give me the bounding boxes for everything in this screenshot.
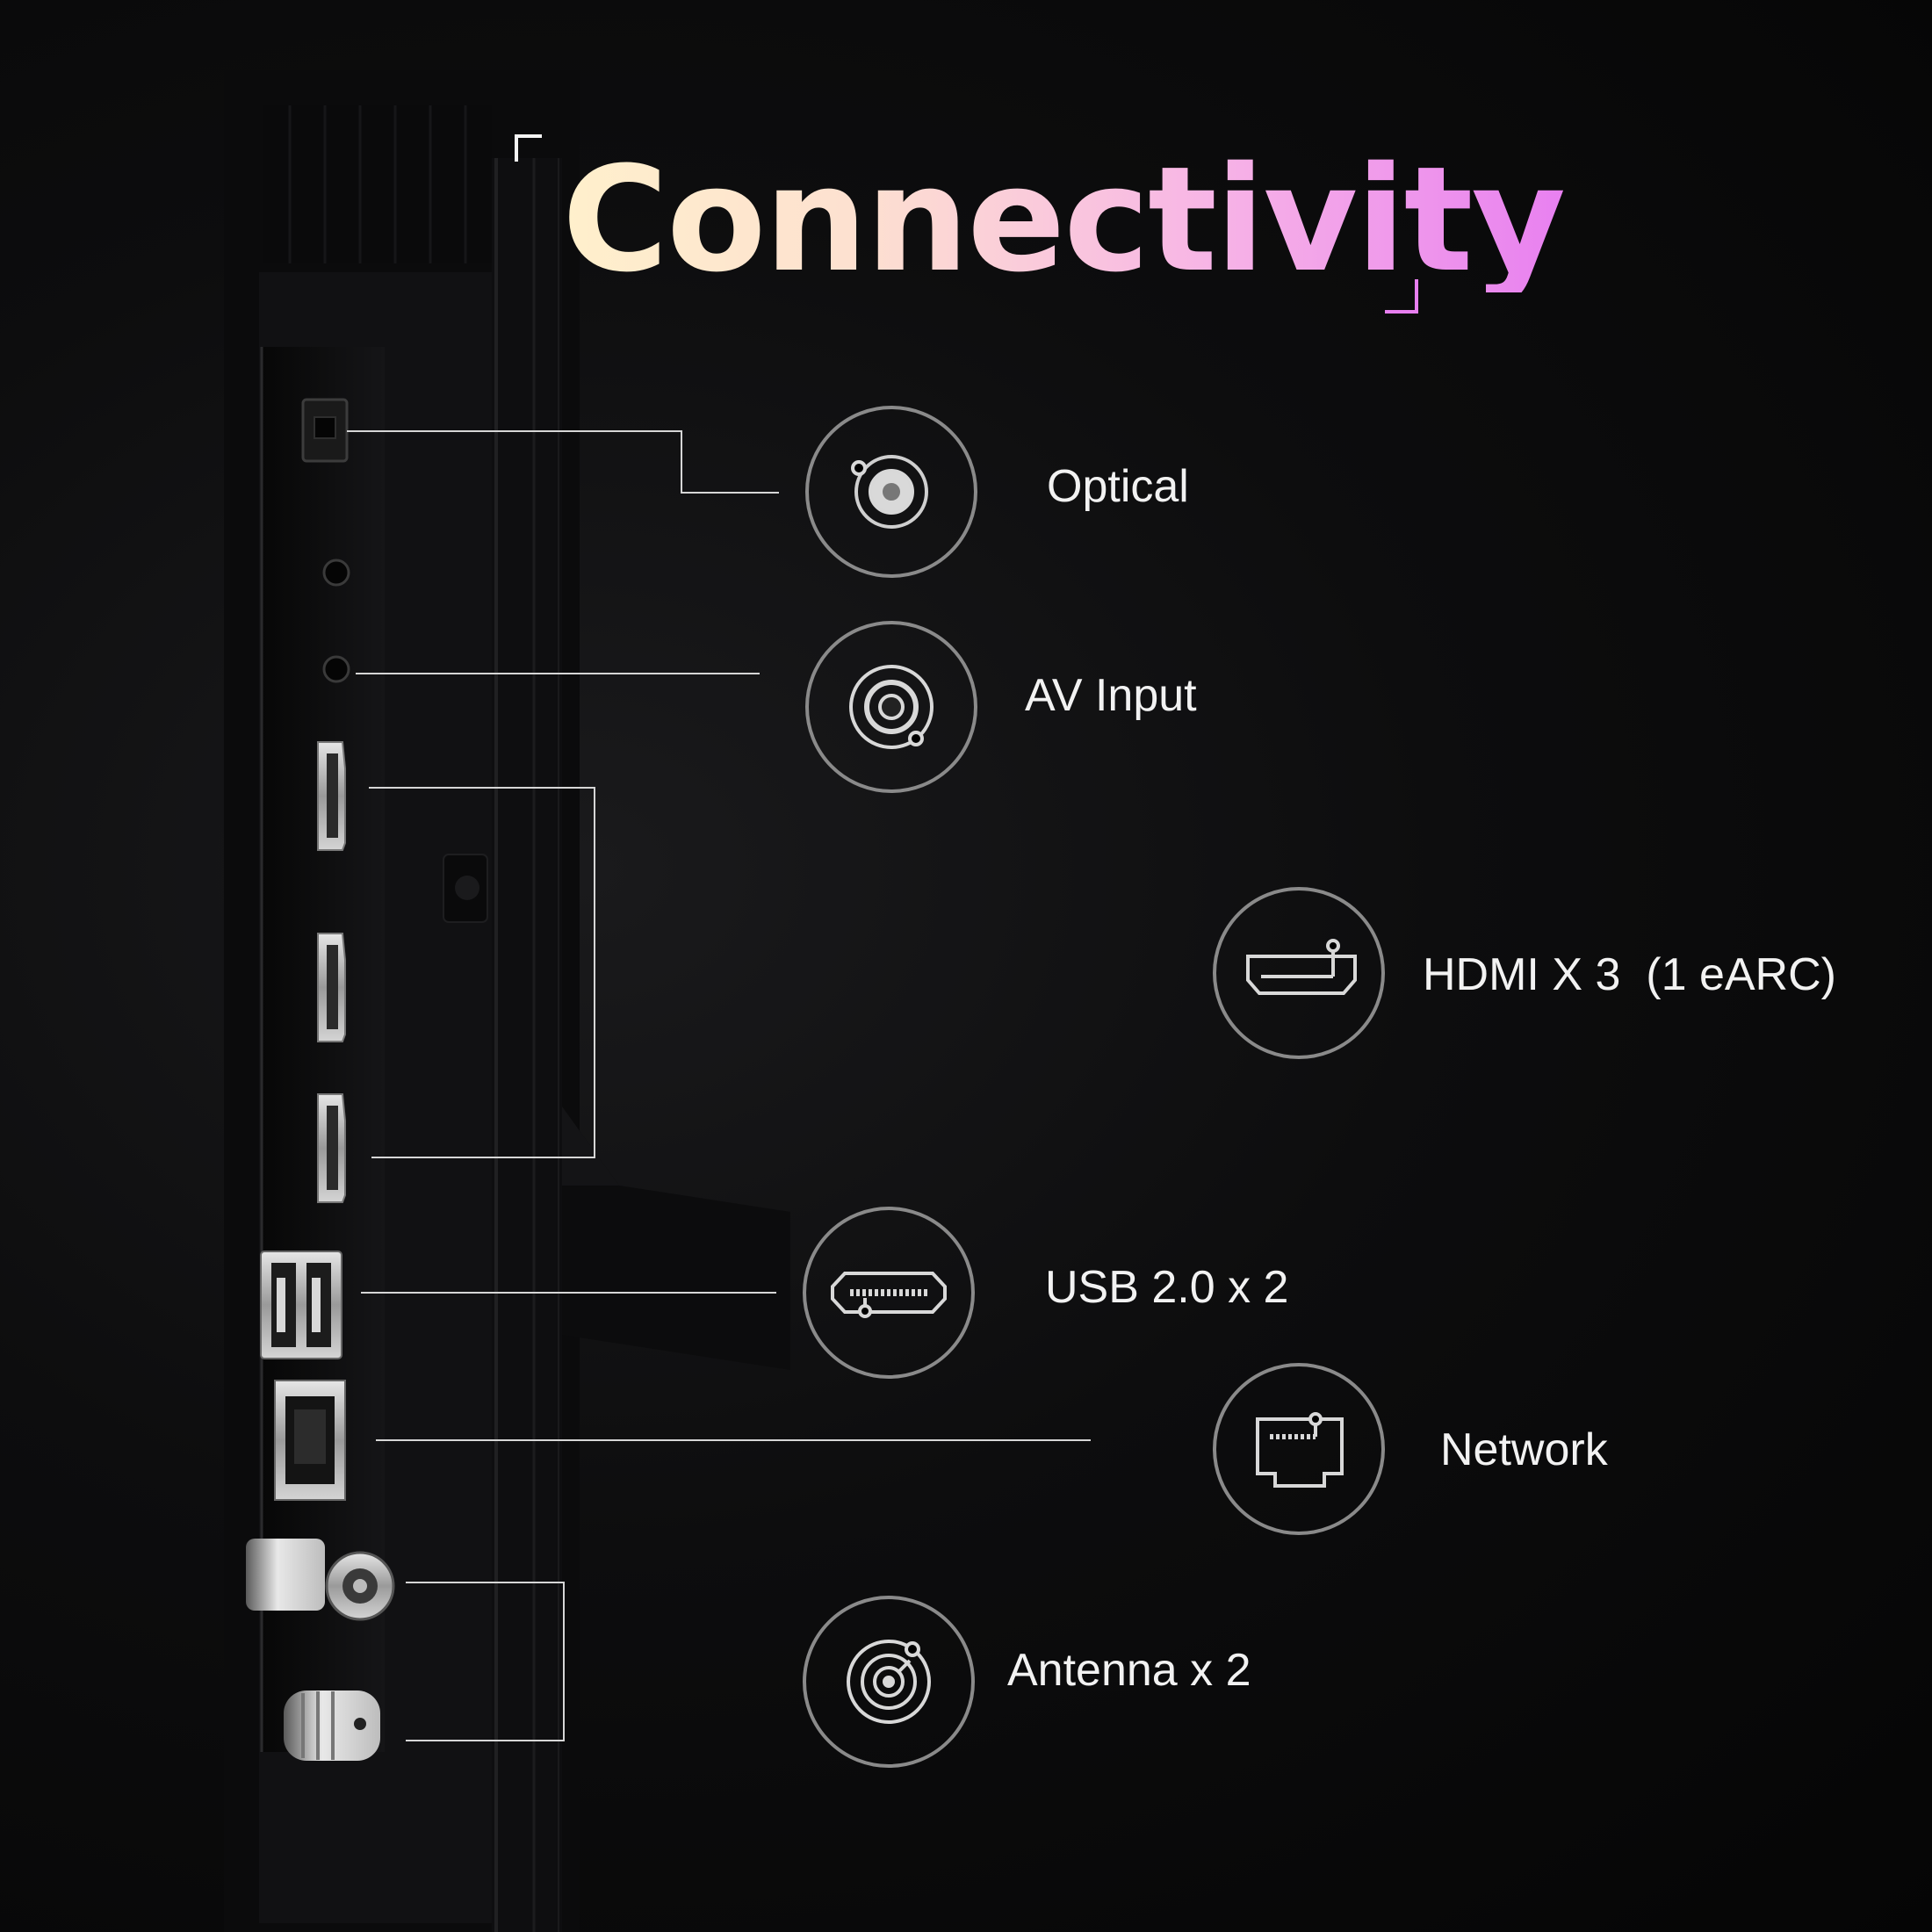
- label-hdmi: HDMI X 3 (1 eARC): [1423, 949, 1836, 1000]
- antenna-connector-rf: [246, 1539, 395, 1621]
- label-network: Network: [1440, 1424, 1608, 1475]
- leader-line-optical: [347, 430, 779, 494]
- ethernet-port-icon: [1213, 1363, 1385, 1535]
- av-jack-icon: [805, 621, 977, 793]
- hdmi-port-1: [317, 1093, 346, 1203]
- label-av-input: AV Input: [1025, 670, 1197, 721]
- optical-port-icon: [805, 406, 977, 578]
- leader-line-hdmi: [369, 787, 595, 1158]
- label-optical: Optical: [1047, 461, 1189, 512]
- usb-port-icon: [803, 1207, 975, 1379]
- antenna-connector-icon: [803, 1596, 975, 1768]
- ethernet-port: [274, 1380, 346, 1501]
- hdmi-port-icon: [1213, 887, 1385, 1059]
- antenna-connector-satellite: [284, 1690, 380, 1761]
- page-title: Connectivity: [562, 135, 1566, 304]
- label-antenna: Antenna x 2: [1007, 1645, 1251, 1696]
- tv-rear-panel: [224, 70, 790, 1932]
- optical-port: [301, 398, 349, 463]
- usb-ports: [260, 1251, 342, 1359]
- label-usb: USB 2.0 x 2: [1045, 1262, 1289, 1313]
- earphone-jack: [322, 559, 350, 587]
- av-in-jack: [322, 655, 350, 683]
- leader-line-antenna: [406, 1582, 565, 1741]
- title-bracket-bottom-right: [1385, 279, 1418, 314]
- title-bracket-top-left: [515, 134, 542, 162]
- hdmi-port-2: [317, 933, 346, 1042]
- hdmi-port-3: [317, 741, 346, 851]
